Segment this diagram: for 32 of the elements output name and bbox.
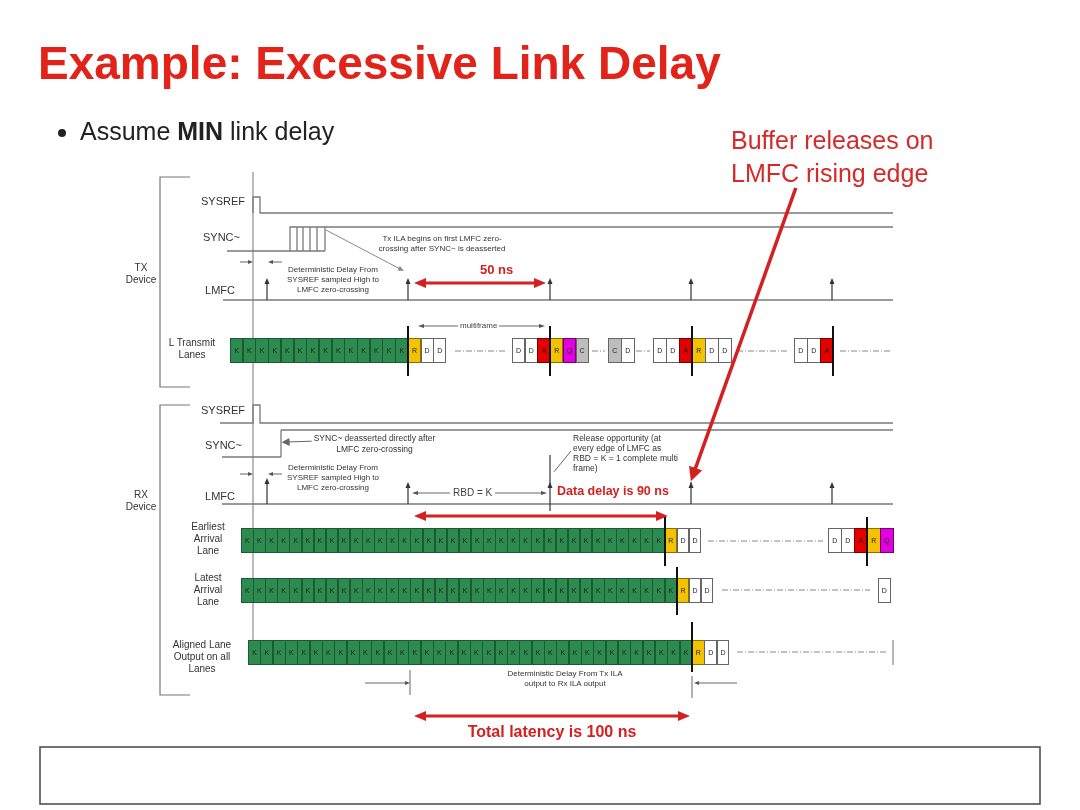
- signal-label: SYSREF: [201, 195, 245, 207]
- signal-edge: [280, 429, 282, 458]
- callout-arrow: [689, 187, 798, 482]
- signal-label: SYNC~: [203, 231, 240, 243]
- latency-label: 50 ns: [480, 262, 514, 277]
- callout-text: Buffer releases on LMFC rising edge: [731, 126, 934, 187]
- signal-label: L Transmit Lanes: [168, 337, 216, 360]
- dimension-label: RBD = K: [450, 487, 496, 498]
- leader-arrow: [281, 437, 313, 446]
- latency-label: Total latency is 100 ns: [467, 723, 637, 740]
- dimension-label: Deterministic Delay From SYSREF sampled High to LMFC zero-crossing: [286, 463, 379, 492]
- leader-line: [553, 450, 572, 473]
- signal-label: Earliest Arrival Lane: [191, 521, 225, 556]
- annotation-text: SYNC~ deasserted directly after LMFC zero-crossing: [313, 433, 436, 454]
- bullet-text: Assume MIN link delay: [80, 117, 335, 145]
- device-label: TX Device: [125, 262, 157, 285]
- dimension-label: Deterministic Delay From SYSREF sampled High to LMFC zero-crossing: [286, 265, 379, 294]
- dimension-label: multiframe: [458, 321, 500, 330]
- signal-label: LMFC: [205, 490, 235, 502]
- slide-title: Example: Excessive Link Delay: [38, 37, 721, 89]
- signal-label: LMFC: [205, 284, 235, 296]
- annotation-text: Release opportunity (at every edge of LMFC as RBD = K = 1 complete multi frame): [573, 433, 678, 473]
- signal-label: SYSREF: [201, 404, 245, 416]
- clock-edge-arrow: [688, 481, 694, 505]
- annotation-text: Tx ILA begins on first LMFC zero-crossing after SYNC~ is deasserted: [378, 234, 506, 253]
- signal-label: Aligned Lane Output on all Lanes: [172, 639, 232, 674]
- signal-label: Latest Arrival Lane: [193, 572, 223, 607]
- signal-label: SYNC~: [205, 439, 242, 451]
- dimension-label: Deterministic Delay From Tx ILA output to Rx ILA output: [507, 669, 623, 688]
- clock-edge-arrow: [547, 454, 553, 512]
- latency-label: Data delay is 90 ns: [557, 484, 669, 498]
- device-label: RX Device: [125, 489, 157, 512]
